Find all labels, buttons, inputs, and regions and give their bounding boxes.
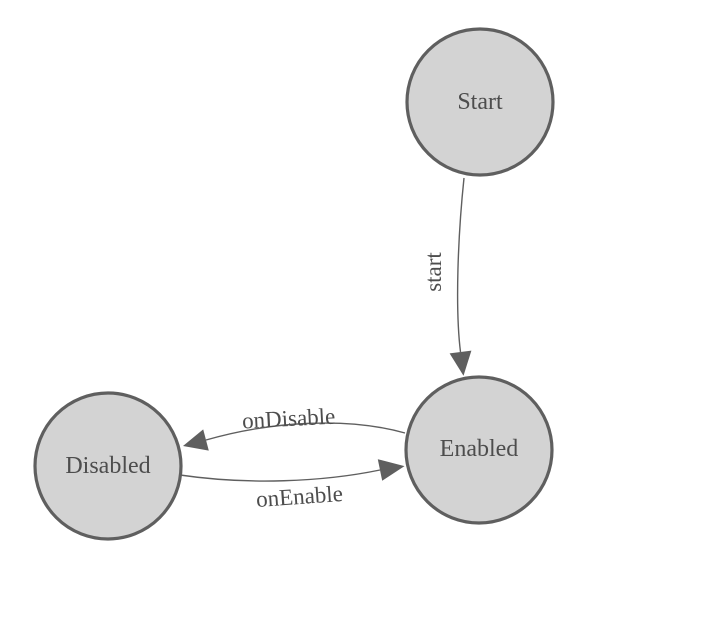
arrowhead-down-icon — [449, 350, 472, 376]
edge-label-ondisable: onDisable — [241, 404, 335, 434]
edge-line-ondisable — [205, 422, 406, 441]
node-label-disabled: Disabled — [65, 453, 150, 479]
arrowhead-left-icon — [183, 429, 209, 451]
node-enabled-circle — [404, 375, 554, 525]
node-start-circle — [405, 27, 555, 177]
edge-line-start — [456, 177, 465, 353]
edge-label-onenable: onEnable — [255, 481, 343, 512]
edge-line-onenable — [179, 469, 381, 482]
node-start: Start — [405, 27, 555, 177]
node-disabled-circle — [33, 391, 183, 541]
node-enabled: Enabled — [404, 375, 554, 525]
node-disabled: Disabled — [33, 391, 183, 541]
edge-enabled-to-disabled: onDisable — [183, 404, 406, 451]
arrowhead-right-icon — [377, 459, 405, 481]
edge-disabled-to-enabled: onEnable — [179, 459, 405, 512]
node-label-enabled: Enabled — [440, 436, 519, 462]
edge-start-to-enabled: start — [421, 177, 472, 376]
node-label-start: Start — [457, 89, 503, 115]
edge-label-start: start — [421, 252, 446, 292]
